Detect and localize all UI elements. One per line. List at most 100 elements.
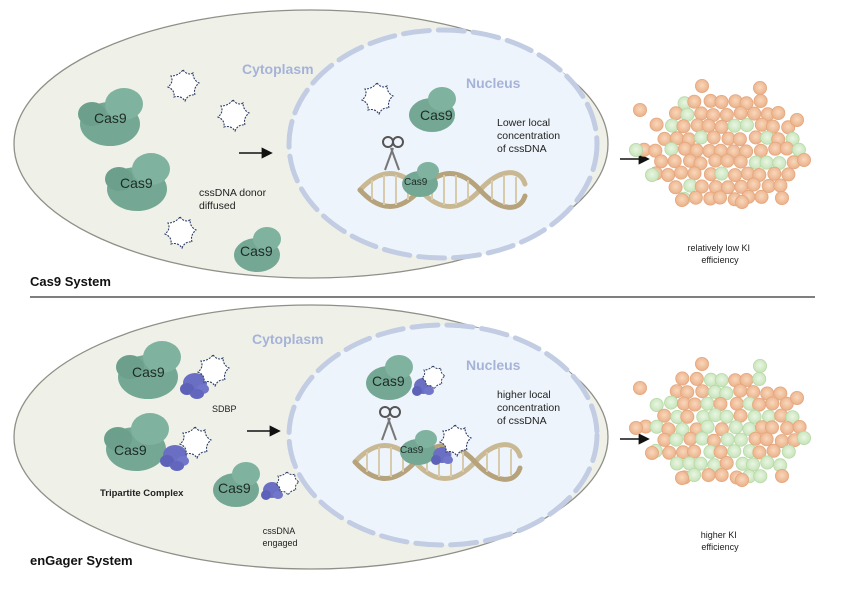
cas9-bound-dna: Cas9: [402, 162, 439, 197]
tripartite-bound-dna: Cas9: [400, 424, 472, 465]
cell: [706, 130, 721, 145]
cell: [669, 432, 684, 447]
top-result-note: relatively low KI efficiency: [687, 243, 752, 265]
cell: [695, 431, 710, 446]
cell: [733, 432, 748, 447]
cell: [719, 455, 734, 470]
cell: [687, 94, 702, 109]
cell: [675, 470, 690, 485]
cell: [664, 395, 679, 410]
cell: [747, 409, 762, 424]
cell: [747, 106, 762, 121]
cell: [766, 443, 781, 458]
cell: [645, 167, 660, 182]
cell: [700, 396, 715, 411]
cell: [754, 189, 769, 204]
cell: [797, 152, 812, 167]
top-cytoplasm-label: Cytoplasm: [242, 61, 314, 77]
svg-text:Cas9: Cas9: [94, 110, 127, 126]
cell: [683, 431, 698, 446]
cell: [790, 390, 805, 405]
cell: [752, 397, 767, 412]
tripartite-complex: Cas9: [116, 341, 230, 399]
cas9-system-label: Cas9 System: [30, 274, 111, 289]
top-nucleus-label: Nucleus: [466, 75, 521, 91]
cell: [687, 444, 702, 459]
cell-cluster-high-ki: [629, 356, 812, 487]
cell: [693, 456, 708, 471]
cell: [728, 168, 743, 183]
cell: [733, 383, 748, 398]
cell: [739, 118, 754, 133]
engager-system-label: enGager System: [30, 553, 133, 568]
cell: [645, 445, 660, 460]
cell: [759, 155, 774, 170]
cell: [773, 178, 788, 193]
cell: [753, 143, 768, 158]
cell: [729, 396, 744, 411]
cell: [649, 419, 664, 434]
svg-text:Cas9: Cas9: [420, 107, 453, 123]
cell: [728, 420, 743, 435]
cell: [781, 444, 796, 459]
bottom-panel: Cytoplasm Nucleus Cas9 SDBP Cas9 Tripart…: [13, 304, 812, 570]
cell: [735, 472, 750, 487]
cell: [760, 455, 775, 470]
svg-text:Cas9: Cas9: [404, 177, 428, 188]
top-nucleus-note: Lower local concentration of cssDNA: [497, 117, 563, 155]
cell: [727, 118, 742, 133]
cell-cluster-low-ki: [629, 79, 812, 209]
cell: [657, 408, 672, 423]
tripartite-complex-nucleus: Cas9: [366, 355, 446, 400]
cell: [689, 371, 704, 386]
top-panel: Cytoplasm Nucleus Cas9 Cas9 Cas9 Cas9 cs…: [13, 9, 812, 289]
cell: [773, 386, 788, 401]
cell: [714, 166, 729, 181]
cell: [648, 143, 663, 158]
cell: [674, 165, 689, 180]
cell: [629, 142, 644, 157]
engaged-note: cssDNA engaged: [262, 526, 297, 548]
cell: [765, 396, 780, 411]
cell: [746, 177, 761, 192]
cell: [797, 430, 812, 445]
cell: [733, 154, 748, 169]
cell: [694, 130, 709, 145]
cell: [781, 167, 796, 182]
cell: [765, 119, 780, 134]
cell: [746, 385, 761, 400]
cell: [662, 445, 677, 460]
cell: [661, 167, 676, 182]
cell: [765, 420, 780, 435]
cell: [629, 420, 644, 435]
svg-text:Cas9: Cas9: [120, 175, 153, 191]
cell: [695, 79, 710, 94]
cell: [719, 108, 734, 123]
cell: [714, 467, 729, 482]
cell: [753, 94, 768, 109]
cell: [779, 141, 794, 156]
cell: [714, 373, 729, 388]
cell: [732, 132, 747, 147]
cell: [657, 432, 672, 447]
cell: [720, 153, 735, 168]
cell: [687, 166, 702, 181]
cell: [753, 358, 768, 373]
cell: [771, 106, 786, 121]
cell: [675, 192, 690, 207]
top-nucleus: [286, 27, 600, 261]
bottom-nucleus: [286, 322, 600, 548]
cell: [753, 469, 768, 484]
cell: [649, 117, 664, 132]
cell: [790, 113, 805, 128]
cell: [695, 356, 710, 371]
cas9-protein: Cas9: [105, 153, 170, 211]
cell: [780, 421, 795, 436]
cell: [759, 432, 774, 447]
svg-text:Cas9: Cas9: [372, 373, 405, 389]
cell: [733, 106, 748, 121]
cell: [735, 194, 750, 209]
svg-text:Cas9: Cas9: [240, 243, 273, 259]
cell: [687, 397, 702, 412]
cell: [708, 153, 723, 168]
